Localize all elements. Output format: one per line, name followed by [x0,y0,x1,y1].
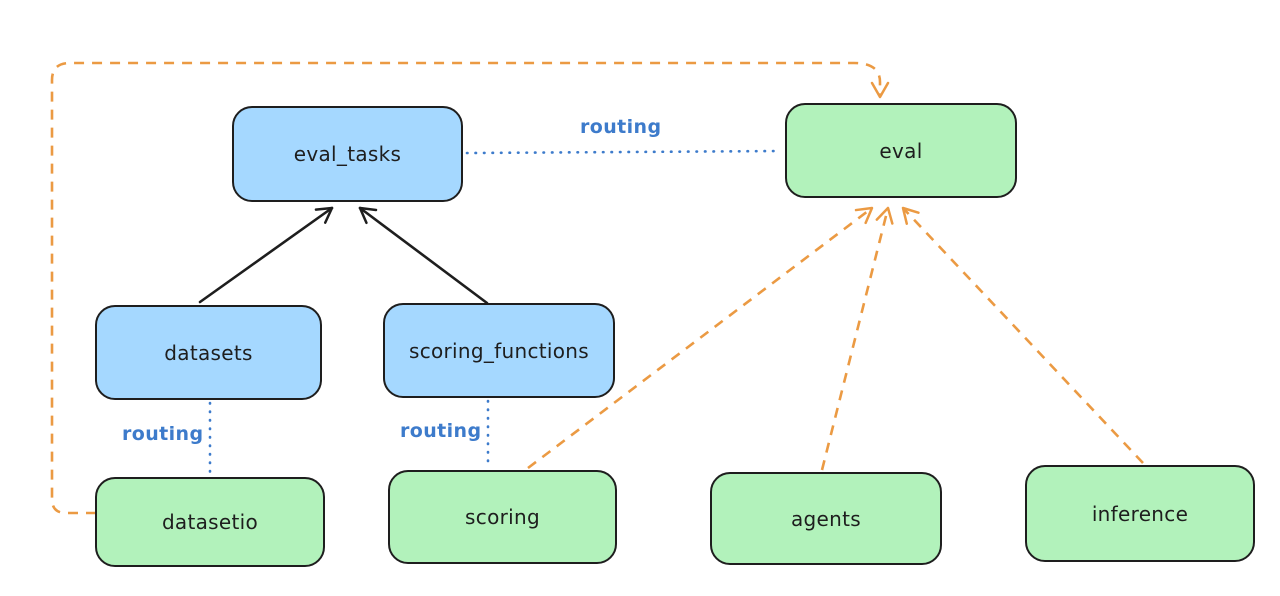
edge-agents-to-eval [820,206,894,471]
node-eval-label: eval [879,138,923,163]
edge-eval-tasks-to-eval-routing [465,149,783,155]
node-eval: eval [785,103,1017,198]
node-inference-label: inference [1091,501,1189,526]
node-agents: agents [710,472,942,565]
node-datasetio-label: datasetio [161,510,259,534]
routing-label-eval-tasks-eval: routing [578,116,664,138]
node-datasets: datasets [95,305,322,400]
routing-label-scoring-functions-scoring: routing [398,420,484,442]
edge-datasets-to-eval-tasks [198,206,334,304]
edge-datasetio-to-eval [50,61,890,515]
node-eval-tasks-label: eval_tasks [293,142,402,166]
node-inference: inference [1025,465,1255,562]
node-datasetio: datasetio [95,477,325,567]
routing-label-datasets-datasetio: routing [120,423,206,445]
edge-scoring-functions-to-eval-tasks [358,206,489,305]
node-scoring-functions: scoring_functions [383,303,615,398]
node-agents-label: agents [791,506,861,531]
node-eval-tasks: eval_tasks [232,106,463,202]
node-datasets-label: datasets [164,340,253,365]
node-scoring-functions-label: scoring_functions [408,338,590,363]
node-scoring-label: scoring [465,505,540,529]
edge-inference-to-eval [901,206,1144,464]
node-scoring: scoring [388,470,617,564]
